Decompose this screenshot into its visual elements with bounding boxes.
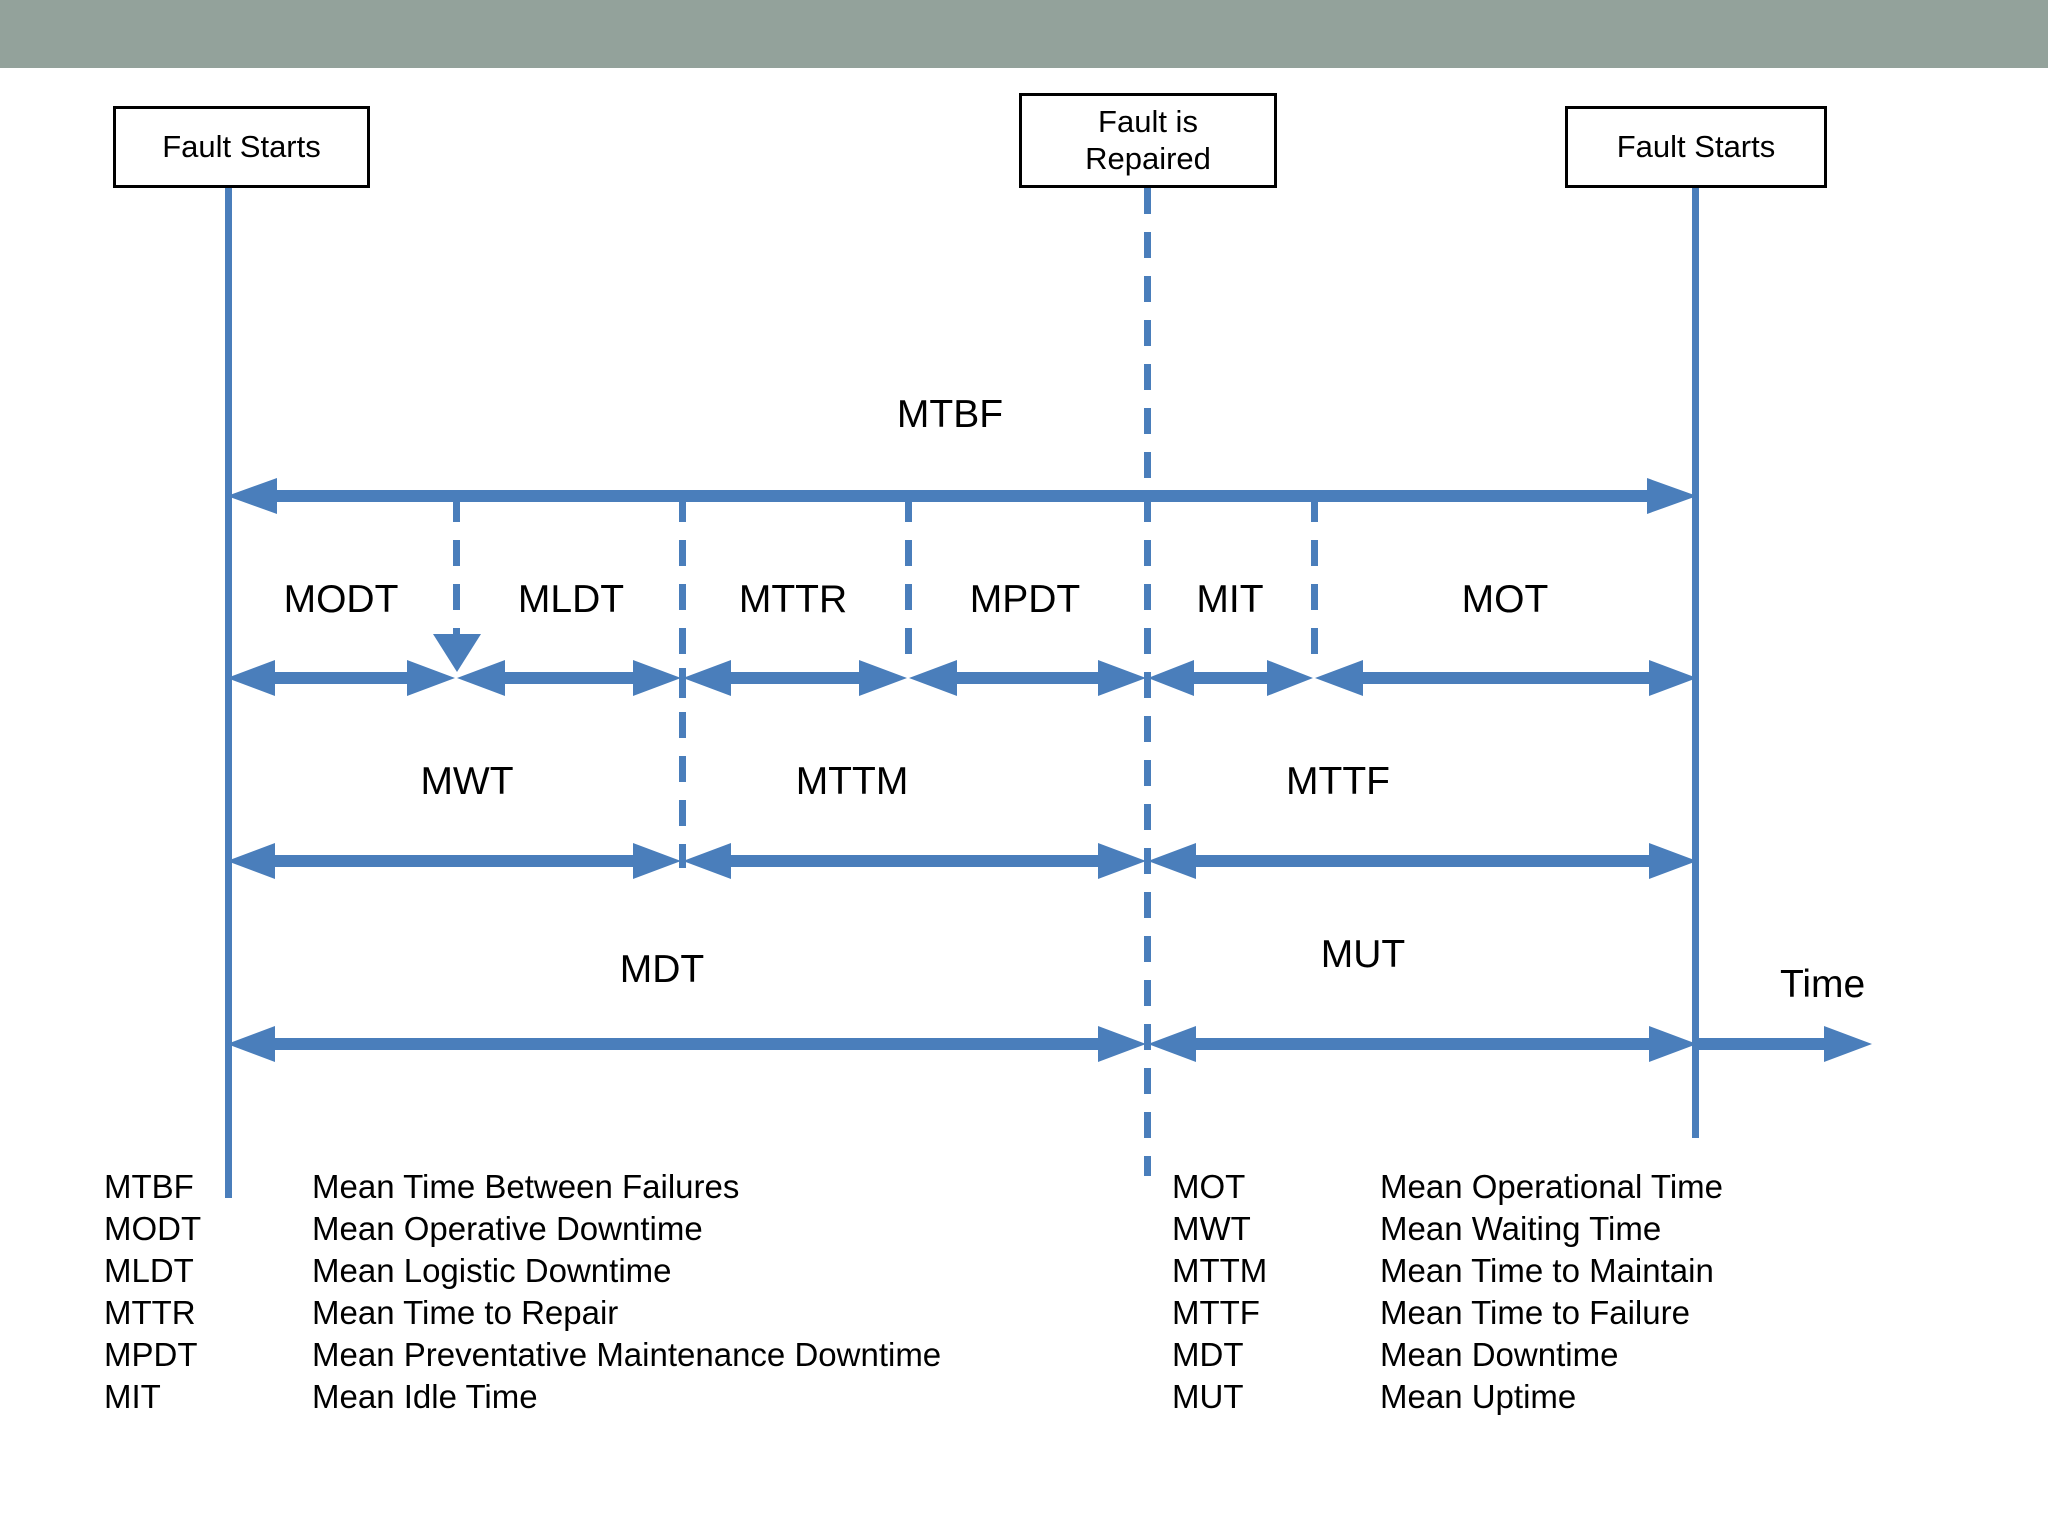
- event-box-label: Fault Starts: [1616, 128, 1776, 164]
- legend-item: MLDT Mean Logistic Downtime: [104, 1252, 941, 1294]
- event-box-fault-is-repaired: Fault is Repaired: [1019, 93, 1277, 188]
- timeline-marker-fault-starts-left: [225, 188, 232, 1198]
- legend-abbr: MTTM: [1172, 1252, 1268, 1289]
- event-box-fault-starts-right: Fault Starts: [1565, 106, 1827, 188]
- span-label-mtbf: MTBF: [896, 393, 1004, 436]
- event-box-label: Fault is Repaired: [1085, 103, 1211, 176]
- legend-abbr: MDT: [1172, 1336, 1244, 1373]
- arrow-modt: [227, 660, 455, 696]
- legend-desc: Mean Time to Failure: [1380, 1294, 1690, 1331]
- legend-abbr: MTBF: [104, 1168, 194, 1205]
- arrow-mit: [1148, 660, 1313, 696]
- legend-item: MODT Mean Operative Downtime: [104, 1210, 941, 1252]
- legend-abbr: MTTF: [1172, 1294, 1260, 1331]
- divider-modt-mldt-arrowhead: [433, 634, 481, 672]
- divider-mit-mot: [1311, 496, 1318, 668]
- divider-mpdt-mit: [1144, 496, 1151, 668]
- arrow-mttf: [1148, 843, 1697, 879]
- legend-desc: Mean Time to Maintain: [1380, 1252, 1714, 1289]
- arrow-time-axis: [1692, 1026, 1872, 1062]
- legend-abbr: MTTR: [104, 1294, 196, 1331]
- legend-desc: Mean Operational Time: [1380, 1168, 1724, 1205]
- event-box-fault-starts-left: Fault Starts: [113, 106, 370, 188]
- legend-abbr: MPDT: [104, 1336, 198, 1373]
- span-label-mpdt: MPDT: [969, 578, 1081, 621]
- legend-abbr: MOT: [1172, 1168, 1246, 1205]
- span-label-mut: MUT: [1320, 933, 1406, 976]
- arrow-mttr: [683, 660, 907, 696]
- legend-item: MTTR Mean Time to Repair: [104, 1294, 941, 1336]
- legend-desc: Mean Preventative Maintenance Downtime: [312, 1336, 942, 1373]
- divider-mwt-mttm: [679, 668, 686, 868]
- arrow-mot: [1315, 660, 1697, 696]
- arrow-mttm: [683, 843, 1146, 879]
- span-label-mttm: MTTM: [795, 760, 909, 803]
- timeline-marker-fault-starts-right: [1692, 188, 1699, 1138]
- span-label-mttf: MTTF: [1286, 760, 1390, 803]
- span-label-mdt: MDT: [619, 948, 705, 991]
- legend-column-left: MTBF Mean Time Between Failures MODT Mea…: [104, 1168, 941, 1420]
- legend-abbr: MLDT: [104, 1252, 194, 1289]
- legend-abbr: MIT: [104, 1378, 161, 1415]
- span-label-mit: MIT: [1196, 578, 1264, 621]
- legend-abbr: MUT: [1172, 1378, 1244, 1415]
- timeline-marker-fault-is-repaired: [1144, 188, 1151, 1176]
- legend-desc: Mean Idle Time: [312, 1378, 538, 1415]
- time-axis-label: Time: [1780, 963, 1866, 1006]
- legend-item: MIT Mean Idle Time: [104, 1378, 941, 1420]
- arrow-mpdt: [909, 660, 1146, 696]
- span-label-modt: MODT: [283, 578, 399, 621]
- legend-item: MDT Mean Downtime: [1172, 1336, 1723, 1378]
- legend-item: MTTF Mean Time to Failure: [1172, 1294, 1723, 1336]
- legend-desc: Mean Uptime: [1380, 1378, 1577, 1415]
- abbreviation-legend: MTBF Mean Time Between Failures MODT Mea…: [0, 1168, 2048, 1418]
- arrow-mwt: [227, 843, 681, 879]
- arrow-mtbf: [227, 478, 1697, 514]
- legend-item: MOT Mean Operational Time: [1172, 1168, 1723, 1210]
- legend-item: MUT Mean Uptime: [1172, 1378, 1723, 1420]
- legend-item: MTTM Mean Time to Maintain: [1172, 1252, 1723, 1294]
- event-box-label: Fault Starts: [162, 128, 321, 164]
- span-label-mot: MOT: [1461, 578, 1549, 621]
- legend-item: MWT Mean Waiting Time: [1172, 1210, 1723, 1252]
- divider-mldt-mttr: [679, 496, 686, 736]
- legend-abbr: MODT: [104, 1210, 202, 1247]
- legend-desc: Mean Logistic Downtime: [312, 1252, 672, 1289]
- divider-modt-mldt: [453, 496, 460, 664]
- legend-desc: Mean Operative Downtime: [312, 1210, 703, 1247]
- reliability-timeline-diagram: Fault Starts Fault is Repaired Fault Sta…: [0, 68, 2048, 1198]
- legend-abbr: MWT: [1172, 1210, 1251, 1247]
- legend-column-right: MOT Mean Operational Time MWT Mean Waiti…: [1172, 1168, 1723, 1420]
- arrow-mldt: [457, 660, 681, 696]
- span-label-mldt: MLDT: [517, 578, 625, 621]
- legend-desc: Mean Time to Repair: [312, 1294, 619, 1331]
- legend-desc: Mean Downtime: [1380, 1336, 1619, 1373]
- header-bar: [0, 0, 2048, 68]
- span-label-mwt: MWT: [420, 760, 514, 803]
- legend-item: MTBF Mean Time Between Failures: [104, 1168, 941, 1210]
- legend-item: MPDT Mean Preventative Maintenance Downt…: [104, 1336, 941, 1378]
- arrow-mdt: [227, 1026, 1146, 1062]
- divider-mttr-mpdt: [905, 496, 912, 668]
- legend-desc: Mean Waiting Time: [1380, 1210, 1662, 1247]
- arrow-mut: [1148, 1026, 1697, 1062]
- legend-desc: Mean Time Between Failures: [312, 1168, 740, 1205]
- span-label-mttr: MTTR: [738, 578, 848, 621]
